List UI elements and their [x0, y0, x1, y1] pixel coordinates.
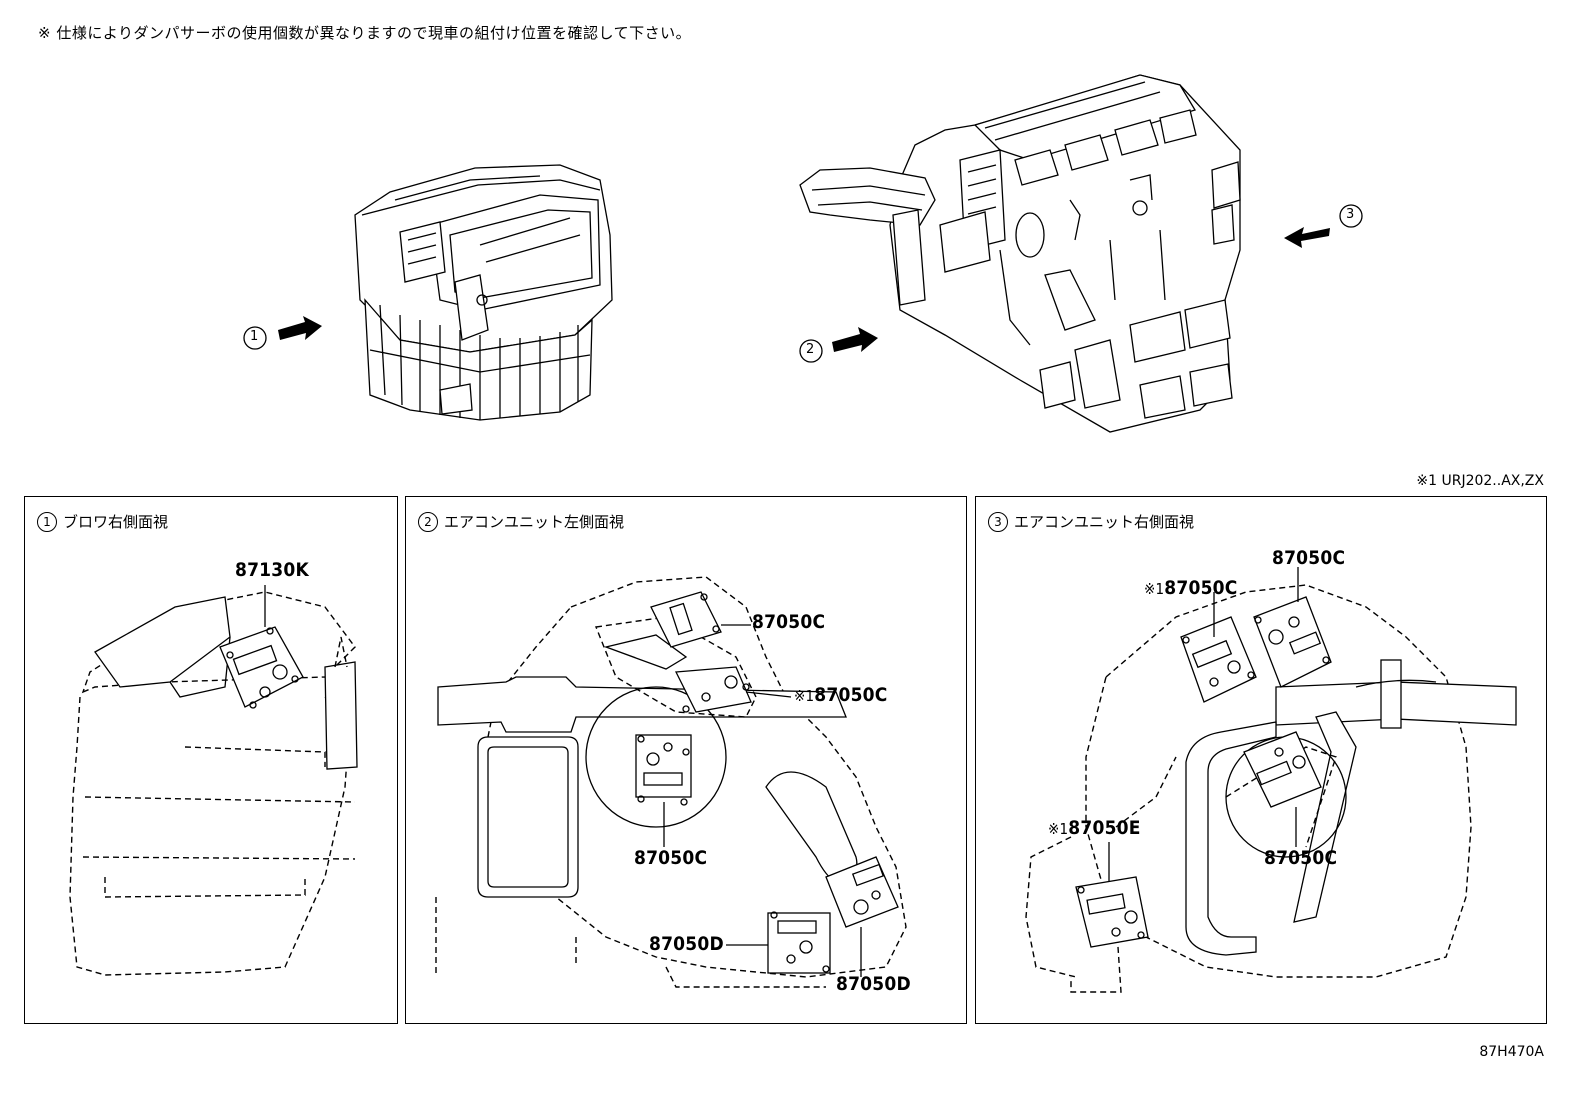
callout-circle-1 — [243, 326, 267, 350]
document-id: 87H470A — [1479, 1044, 1544, 1060]
callout-circle-3 — [1339, 204, 1363, 228]
servo-87050C-upper-left — [1180, 616, 1257, 703]
panel-2-drawing — [435, 576, 907, 988]
view-arrow-2 — [832, 327, 878, 352]
panel-2-label: エアコンユニット左側面視 — [444, 513, 625, 531]
panel-3-number: 3 — [988, 511, 1008, 532]
servo-87050C-top — [650, 591, 722, 648]
part-87050C-a: 87050C — [752, 611, 826, 633]
panel-1-title: 1 ブロワ右側面視 — [37, 511, 168, 532]
part-87050D-a: 87050D — [649, 933, 724, 955]
part-87050E: ※187050E — [1048, 817, 1141, 839]
part-87050C-top: 87050C — [1272, 547, 1346, 569]
panel-ac-left-view: 2 エアコンユニット左側面視 87050C ※187050C 87050C 87… — [405, 496, 967, 1024]
panel-3-label: エアコンユニット右側面視 — [1014, 513, 1195, 531]
part-87050C-starred: ※187050C — [1144, 577, 1238, 599]
part-87130K: 87130K — [235, 559, 309, 581]
panel-1-number: 1 — [37, 511, 57, 532]
callout-1: 1 — [250, 329, 259, 344]
part-87050C-b: ※187050C — [794, 684, 888, 706]
spec-note: ※1 URJ202..AX,ZX — [1416, 473, 1544, 489]
panel-3-title: 3 エアコンユニット右側面視 — [988, 511, 1194, 532]
panel-1-label: ブロワ右側面視 — [63, 513, 169, 531]
panel-1-drawing — [69, 585, 358, 976]
blower-unit-drawing — [354, 164, 613, 421]
callout-circle-2 — [799, 339, 823, 363]
panel-blower-right-view: 1 ブロワ右側面視 87130K — [24, 496, 398, 1024]
panel-2-number: 2 — [418, 511, 438, 532]
header-note: ※ 仕様によりダンパサーボの使用個数が異なりますので現車の組付け位置を確認して下… — [38, 24, 692, 42]
callout-3: 3 — [1346, 207, 1355, 222]
servo-87050C-mid — [674, 666, 752, 713]
part-87050C-c: 87050C — [634, 847, 708, 869]
panel-2-title: 2 エアコンユニット左側面視 — [418, 511, 624, 532]
servo-87050D-lower — [767, 911, 831, 974]
view-arrow-3 — [1284, 227, 1330, 248]
part-87050D-b: 87050D — [836, 973, 911, 995]
view-arrow-1 — [278, 316, 322, 340]
callout-2: 2 — [806, 342, 815, 357]
part-87050C-bottom: 87050C — [1264, 847, 1338, 869]
panel-3-drawing — [1025, 567, 1517, 993]
servo-87050C-upper-right — [1253, 596, 1332, 688]
servo-87130K — [219, 626, 304, 709]
panel-ac-right-view: 3 エアコンユニット右側面視 87050C ※187050C ※187050E … — [975, 496, 1547, 1024]
ac-unit-drawing — [799, 74, 1241, 433]
servo-87050C-center-right — [1243, 731, 1322, 808]
servo-87050C-center — [635, 734, 692, 806]
servo-87050D-right — [825, 856, 899, 928]
servo-87050E — [1075, 876, 1149, 948]
